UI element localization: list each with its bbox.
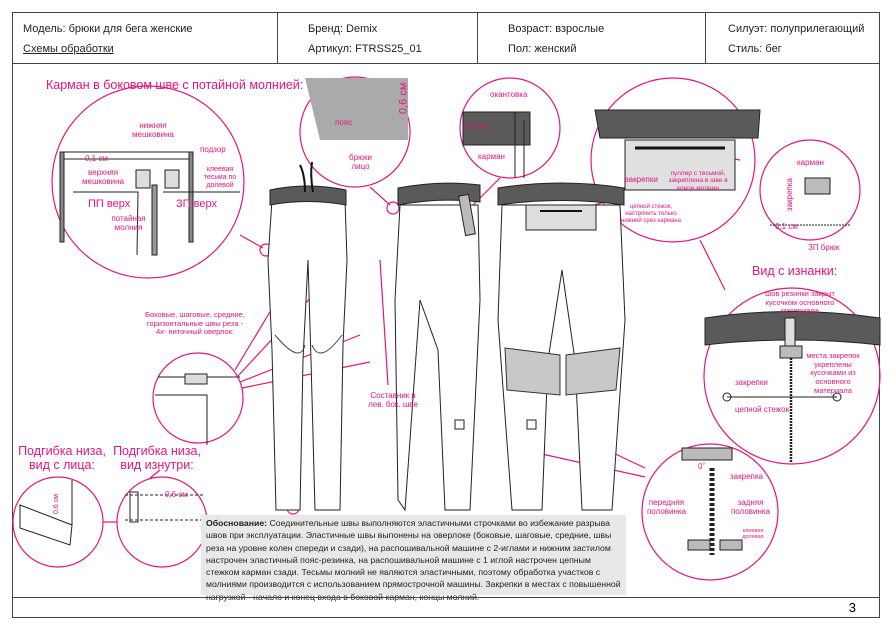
leg-zip-detail-circle bbox=[641, 443, 779, 581]
age-label: Возраст: взрослые bbox=[508, 23, 605, 35]
zip-end-detail-circle bbox=[759, 139, 861, 241]
title-block: Модель: брюки для бега женские Схемы обр… bbox=[12, 12, 880, 64]
binding-measure-label: 0,8 см bbox=[466, 122, 489, 131]
zip-end-pocket-label: карман bbox=[797, 158, 824, 167]
silhouette-label: Силуэт: полуприлегающий bbox=[728, 23, 865, 35]
leg-zip-tape-label: клеевая долевая bbox=[742, 528, 764, 541]
chain-stitch-label: цепной стежок, настрочить только нижний … bbox=[621, 204, 681, 224]
seam-detail-circle bbox=[152, 352, 244, 444]
binding-detail-circle bbox=[459, 77, 561, 179]
facing-label: подзор bbox=[200, 145, 226, 154]
header-col-age: Возраст: взрослые Пол: женский bbox=[478, 13, 706, 63]
back-tacks-label: закрепки bbox=[625, 175, 658, 184]
puller-label: пуллер с тесьмой, закреплена в шве в кон… bbox=[668, 170, 728, 192]
front-half-label: передняя половинка bbox=[646, 498, 687, 517]
model-label: Модель: брюки для бега женские bbox=[23, 23, 193, 35]
leg-zip-angle: 0˚ bbox=[698, 462, 706, 471]
belt-label: пояс bbox=[335, 118, 353, 127]
pocket-measure-label: 0,1 см bbox=[85, 154, 108, 163]
side-piece-label: Составник в лев. бок. шве bbox=[368, 391, 418, 410]
leg-zip-tack-label: закрепка bbox=[730, 472, 763, 481]
header-col-silhouette: Силуэт: полуприлегающий Стиль: бег bbox=[706, 13, 879, 63]
back-top-label: ЗП верх bbox=[176, 198, 217, 210]
inside-view-circle bbox=[703, 287, 881, 465]
back-half-label: задняя половинка bbox=[730, 498, 771, 517]
back-pocket-detail-circle bbox=[590, 77, 756, 243]
article-label: Артикул: FTRSS25_01 bbox=[308, 43, 422, 55]
pants-back-view bbox=[454, 182, 626, 511]
style-label: Стиль: бег bbox=[728, 43, 782, 55]
hem-front-circle bbox=[12, 476, 104, 568]
hidden-zip-label: потайная молния bbox=[111, 214, 146, 233]
footer-bar: 3 bbox=[12, 597, 880, 618]
header-col-model: Модель: брюки для бега женские Схемы обр… bbox=[13, 13, 278, 63]
upper-bag-label: верхняя мешковина bbox=[82, 168, 124, 187]
binding-label: окантовка bbox=[490, 90, 528, 99]
justification-text: Соединительные швы выполняются эластичны… bbox=[206, 518, 621, 602]
zip-end-measure-label: 0,1 см bbox=[775, 222, 798, 231]
header-col-brand: Бренд: Demix Артикул: FTRSS25_01 bbox=[278, 13, 478, 63]
hem-inside-title: Подгибка низа, вид изнутри: bbox=[113, 444, 201, 473]
gender-label: Пол: женский bbox=[508, 43, 577, 55]
tape-label: клеевая тесьма по долевой bbox=[203, 166, 237, 190]
pants-front-view bbox=[267, 161, 348, 511]
lower-bag-label: нижняя мешковина bbox=[132, 121, 174, 140]
zip-end-tack-label: закрепка bbox=[784, 178, 794, 212]
detail-internals bbox=[19, 78, 881, 555]
page-number: 3 bbox=[848, 600, 856, 615]
tack-places-label: места закрепок укреплены кусочками из ос… bbox=[806, 351, 860, 395]
hem-inside-measure: 0,6 см bbox=[165, 490, 188, 499]
inside-tacks-label: закрепки bbox=[735, 378, 768, 387]
justification-label: Обоснование: bbox=[206, 518, 268, 528]
inside-chain-label: цепной стежок bbox=[735, 405, 790, 414]
waist-detail-circle bbox=[299, 76, 411, 188]
pocket-detail-circle bbox=[51, 85, 245, 279]
seams-detail-label: Боковые, шаговые, средние, горизонтальны… bbox=[145, 310, 245, 337]
front-top-label: ПП верх bbox=[88, 198, 131, 210]
hem-front-title: Подгибка низа, вид с лица: bbox=[18, 444, 106, 473]
zip-end-back-pants-label: ЗП брюк bbox=[808, 243, 840, 252]
waist-measure-label: 0,6 см bbox=[397, 82, 410, 115]
pocket-detail-title: Карман в боковом шве с потайной молнией: bbox=[46, 78, 304, 92]
justification-note: Обоснование: Соединительные швы выполняю… bbox=[201, 515, 626, 602]
inside-view-title: Вид с изнанки: bbox=[752, 264, 838, 278]
brand-label: Бренд: Demix bbox=[308, 23, 378, 35]
elastic-seam-label: шов резинки закрыт кусочком основного ма… bbox=[765, 289, 835, 316]
pants-face-label: брюки лицо bbox=[349, 153, 372, 172]
hem-front-measure: 0,6 см bbox=[52, 494, 60, 515]
section-label: Схемы обработки bbox=[23, 43, 114, 55]
binding-pocket-label: карман bbox=[478, 152, 505, 161]
pants-side-view bbox=[394, 182, 481, 512]
